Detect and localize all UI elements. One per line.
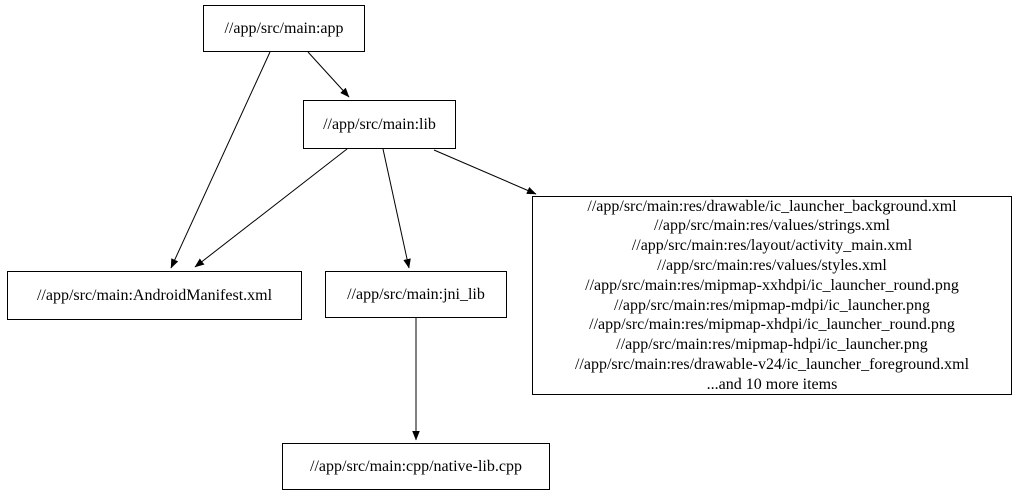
node-app: //app/src/main:app xyxy=(203,5,365,52)
resource-list-line: //app/src/main:res/mipmap-xxhdpi/ic_laun… xyxy=(585,276,959,294)
resource-list-line: //app/src/main:res/mipmap-xhdpi/ic_launc… xyxy=(589,316,955,334)
node-native-lib-cpp: //app/src/main:cpp/native-lib.cpp xyxy=(282,443,550,490)
resource-list-line: //app/src/main:res/values/strings.xml xyxy=(654,217,890,235)
resource-list-line: //app/src/main:res/layout/activity_main.… xyxy=(631,237,913,255)
edge-lib-to-android-manifest xyxy=(194,148,348,268)
node-android-manifest: //app/src/main:AndroidManifest.xml xyxy=(7,271,302,320)
resource-list-line: //app/src/main:res/mipmap-mdpi/ic_launch… xyxy=(614,296,930,314)
resource-list-line: //app/src/main:res/mipmap-hdpi/ic_launch… xyxy=(616,336,928,354)
resource-list-more-items: ...and 10 more items xyxy=(706,375,838,393)
node-native-lib-cpp-label: //app/src/main:cpp/native-lib.cpp xyxy=(310,457,522,475)
node-jni-lib-label: //app/src/main:jni_lib xyxy=(347,285,485,303)
node-android-manifest-label: //app/src/main:AndroidManifest.xml xyxy=(36,286,273,304)
node-jni-lib: //app/src/main:jni_lib xyxy=(325,271,507,318)
resource-list-line: //app/src/main:res/values/styles.xml xyxy=(657,256,887,274)
edge-lib-to-resources xyxy=(433,149,537,195)
node-resources-group: //app/src/main:res/drawable/ic_launcher_… xyxy=(532,196,1012,395)
edge-lib-to-jni-lib xyxy=(382,148,411,269)
edge-app-to-lib xyxy=(307,51,350,98)
node-lib-label: //app/src/main:lib xyxy=(323,115,436,133)
node-lib: //app/src/main:lib xyxy=(303,100,456,149)
edge-app-to-android-manifest xyxy=(170,51,271,269)
resource-list-line: //app/src/main:res/drawable/ic_launcher_… xyxy=(587,197,957,215)
resource-list-line: //app/src/main:res/drawable-v24/ic_launc… xyxy=(574,355,970,373)
node-app-label: //app/src/main:app xyxy=(224,19,344,37)
